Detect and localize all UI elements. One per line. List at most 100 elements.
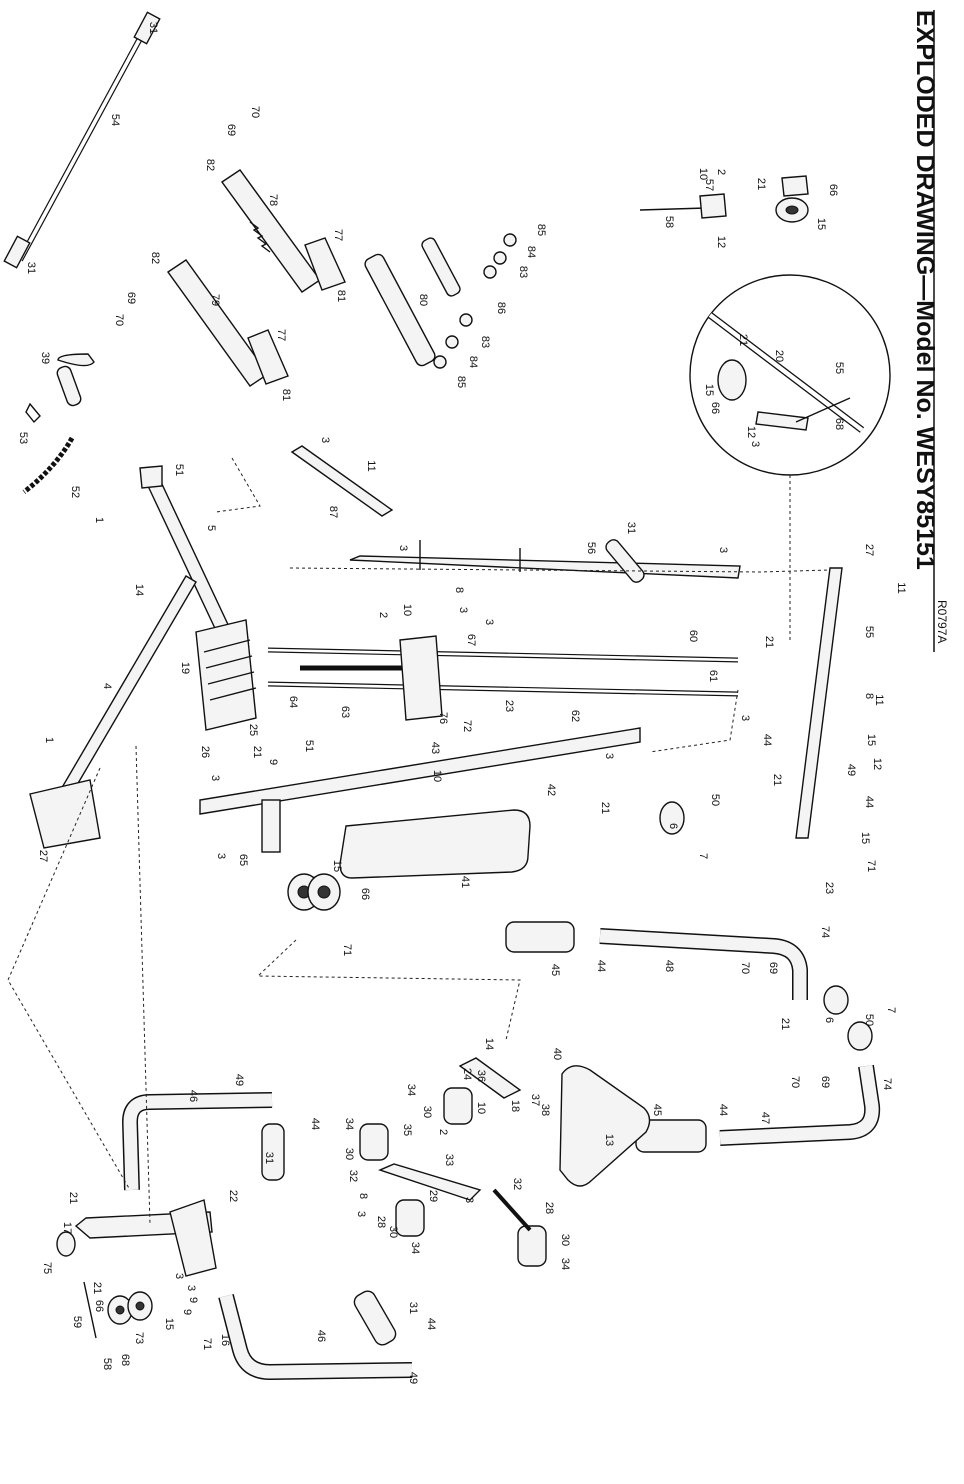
part-label: 15 <box>815 218 827 230</box>
part-label: 82 <box>149 252 161 264</box>
part-label: 59 <box>71 1316 83 1328</box>
part-label: 66 <box>359 888 371 900</box>
part-label: 71 <box>201 1338 213 1350</box>
part-label: 77 <box>332 229 344 241</box>
part-label: 44 <box>717 1104 729 1116</box>
part-label: 11 <box>365 460 377 471</box>
part-label: 27 <box>863 544 875 556</box>
leg-lever-79 <box>167 259 289 387</box>
part-label: 51 <box>303 740 315 752</box>
part-label: 31 <box>407 1302 419 1314</box>
part-label: 20 <box>773 350 785 362</box>
part-label: 61 <box>707 670 719 682</box>
part-label: 12 <box>745 426 757 438</box>
pulley-top-assembly <box>639 175 809 223</box>
part-label: 44 <box>863 796 875 808</box>
part-label: 69 <box>819 1076 831 1088</box>
part-label: 3 <box>185 1285 197 1291</box>
part-label: 27 <box>37 850 49 862</box>
part-label: 30 <box>343 1148 355 1160</box>
part-label: 21 <box>763 636 775 648</box>
part-label: 14 <box>483 1038 495 1050</box>
part-label: 31 <box>147 22 159 34</box>
part-label: 51 <box>173 464 185 476</box>
part-label: 58 <box>663 216 675 228</box>
part-label: 66 <box>827 184 839 196</box>
part-label: 38 <box>539 1104 551 1116</box>
crossbar-87 <box>290 445 394 517</box>
part-label: 3 <box>173 1273 185 1279</box>
part-label: 3 <box>749 441 761 447</box>
part-label: 81 <box>280 389 292 401</box>
chain-52 <box>22 402 75 494</box>
part-label: 63 <box>339 706 351 718</box>
part-label: 35 <box>401 1124 413 1136</box>
part-label: 5 <box>205 525 217 531</box>
part-label: 6 <box>667 823 679 829</box>
part-label: 79 <box>209 294 221 306</box>
part-label: 70 <box>249 106 261 118</box>
part-label: 3 <box>739 715 751 721</box>
part-label: 11 <box>895 582 907 593</box>
part-label: 14 <box>133 584 145 596</box>
part-label: 66 <box>709 402 721 414</box>
part-label: 76 <box>437 712 449 724</box>
part-label: 72 <box>461 720 473 732</box>
part-label: 3 <box>215 853 227 859</box>
part-label: 46 <box>187 1090 199 1102</box>
part-label: 45 <box>651 1104 663 1116</box>
part-label: 77 <box>275 329 287 341</box>
part-label: 15 <box>703 384 715 396</box>
seat-frame-29 <box>359 1057 547 1267</box>
base-46-lower <box>218 1290 413 1381</box>
part-label: 75 <box>41 1262 53 1274</box>
part-label: 48 <box>663 960 675 972</box>
part-label: 3 <box>397 545 409 551</box>
part-label: 53 <box>17 432 29 444</box>
part-label: 10 <box>475 1102 487 1114</box>
part-label: 64 <box>287 696 299 708</box>
part-label: 83 <box>479 336 491 348</box>
guide-rods-62 <box>267 635 739 721</box>
arm-48 <box>505 921 808 1000</box>
part-label: 2 <box>377 612 389 618</box>
part-label: 54 <box>109 114 121 126</box>
part-label: 86 <box>495 302 507 314</box>
part-label: 7 <box>697 853 709 859</box>
part-label: 82 <box>204 159 216 171</box>
part-label: 69 <box>767 962 779 974</box>
part-label: 33 <box>443 1154 455 1166</box>
part-label: 31 <box>25 262 37 274</box>
part-label: 44 <box>761 734 773 746</box>
part-label: 85 <box>455 376 467 388</box>
part-label: 34 <box>559 1258 571 1270</box>
part-label: 13 <box>603 1134 615 1146</box>
part-label: 19 <box>179 662 191 674</box>
frame-42 <box>199 727 685 853</box>
part-label: 56 <box>585 542 597 554</box>
part-label: 32 <box>511 1178 523 1190</box>
part-label: 80 <box>417 294 429 306</box>
part-label: 46 <box>315 1330 327 1342</box>
part-label: 16 <box>219 1334 231 1346</box>
part-label: 81 <box>335 290 347 302</box>
part-label: 15 <box>865 734 877 746</box>
part-label: 9 <box>187 1297 199 1303</box>
part-label: 24 <box>461 1068 473 1080</box>
part-label: 37 <box>529 1094 541 1106</box>
part-label: 22 <box>227 1190 239 1202</box>
part-label: 70 <box>789 1076 801 1088</box>
part-label: 6 <box>823 1017 835 1023</box>
part-label: 69 <box>125 292 137 304</box>
part-label: 34 <box>405 1084 417 1096</box>
part-label: 15 <box>331 860 343 872</box>
part-label: 18 <box>509 1100 521 1112</box>
part-label: 28 <box>543 1202 555 1214</box>
part-label: 31 <box>625 522 637 534</box>
part-label: 21 <box>779 1018 791 1030</box>
part-label: 34 <box>409 1242 421 1254</box>
part-label: 70 <box>739 962 751 974</box>
part-label: 3 <box>319 437 331 443</box>
part-label: 30 <box>387 1226 399 1238</box>
pulleys-15-mid <box>287 873 341 911</box>
